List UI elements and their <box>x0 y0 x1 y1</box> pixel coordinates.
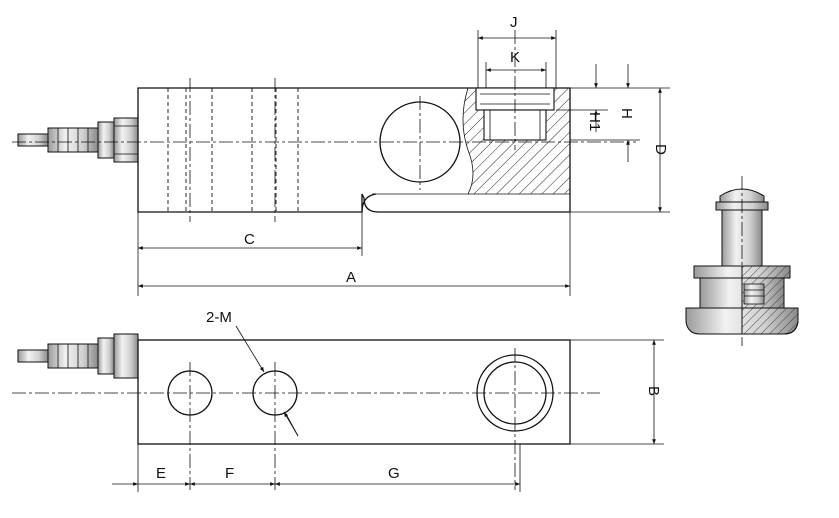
dim-label-d: D <box>652 144 669 155</box>
dim-label-j: J <box>510 14 518 31</box>
plan-view: 2-M B E F G <box>12 309 664 492</box>
dim-label-b: B <box>645 386 662 396</box>
dim-label-h1: H1 <box>586 112 603 131</box>
load-cell-body-plan <box>137 339 571 445</box>
dim-label-e: E <box>156 465 166 482</box>
cable-bottom <box>17 333 139 379</box>
dim-label-2m: 2-M <box>206 309 232 326</box>
dim-label-c: C <box>244 231 255 248</box>
load-cell-body-side <box>137 87 571 213</box>
dim-label-k: K <box>510 49 520 66</box>
dim-label-h: H <box>618 108 635 119</box>
dim-label-f: F <box>225 465 234 482</box>
cable-top <box>17 117 139 163</box>
dim-label-a: A <box>346 269 356 286</box>
side-view: J K H1 H D C A <box>12 14 670 296</box>
dim-label-g: G <box>388 465 400 482</box>
end-section-view <box>685 176 799 346</box>
